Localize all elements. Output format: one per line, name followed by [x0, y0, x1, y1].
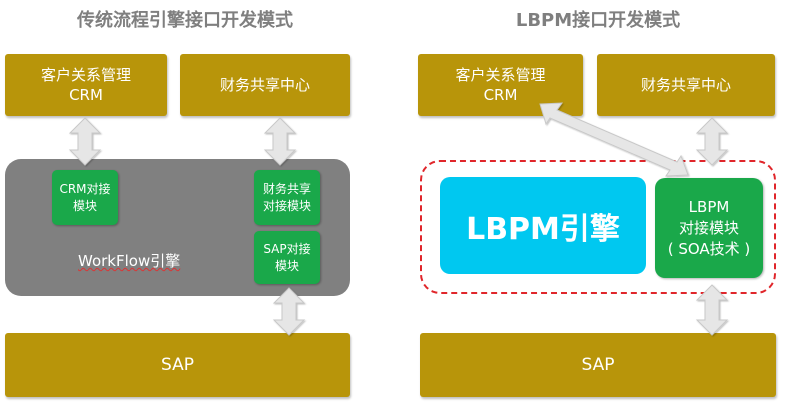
right-finance-box: 财务共享中心 [597, 54, 775, 116]
lbpm-dashed-group [420, 160, 776, 294]
lbpm-module-line2: 对接模块 [678, 218, 739, 237]
arrow-lbpm-module-to-sap [695, 284, 729, 336]
right-title: LBPM接口开发模式 [515, 10, 681, 31]
sap-module-line2: 模块 [274, 258, 299, 273]
workflow-engine-label-text: WorkFlow引擎 [78, 252, 181, 270]
arrow-crm-to-crm-module [68, 117, 102, 166]
left-crm-line2: CRM [69, 86, 103, 104]
lbpm-module-line3: ( SOA技术 ) [667, 239, 751, 258]
finance-module-line2: 对接模块 [262, 198, 311, 213]
right-finance-label: 财务共享中心 [640, 76, 731, 94]
left-sap-label: SAP [161, 355, 194, 375]
arrow-finance-to-lbpm-module [695, 117, 729, 166]
sap-module-line1: SAP对接 [263, 241, 311, 256]
arrow-finance-to-finance-module [263, 117, 297, 166]
left-sap-box: SAP [5, 333, 350, 397]
right-sap-box: SAP [420, 333, 776, 397]
crm-module-line2: 模块 [72, 198, 97, 213]
lbpm-engine-label: LBPM引擎 [466, 211, 620, 247]
arrow-sap-module-to-sap [272, 287, 306, 336]
left-title: 传统流程引擎接口开发模式 [77, 10, 293, 31]
right-crm-line1: 客户关系管理 [455, 66, 546, 84]
crm-module: CRM对接 模块 [52, 170, 118, 225]
crm-module-line1: CRM对接 [59, 181, 111, 196]
finance-module: 财务共享 对接模块 [254, 170, 320, 225]
left-finance-label: 财务共享中心 [219, 76, 310, 94]
lbpm-module: LBPM 对接模块 ( SOA技术 ) [655, 178, 763, 278]
finance-module-line1: 财务共享 [262, 181, 311, 196]
sap-module: SAP对接 模块 [254, 231, 320, 284]
right-crm-line2: CRM [483, 86, 518, 104]
left-finance-box: 财务共享中心 [180, 54, 350, 116]
arrow-crm-to-lbpm-module [539, 102, 689, 177]
lbpm-module-line1: LBPM [688, 197, 730, 216]
workflow-engine-label: WorkFlow引擎 [78, 250, 180, 271]
right-sap-label: SAP [581, 355, 615, 375]
left-crm-line1: 客户关系管理 [40, 66, 131, 84]
lbpm-engine: LBPM引擎 [440, 177, 646, 274]
left-crm-box: 客户关系管理 CRM [5, 54, 167, 116]
